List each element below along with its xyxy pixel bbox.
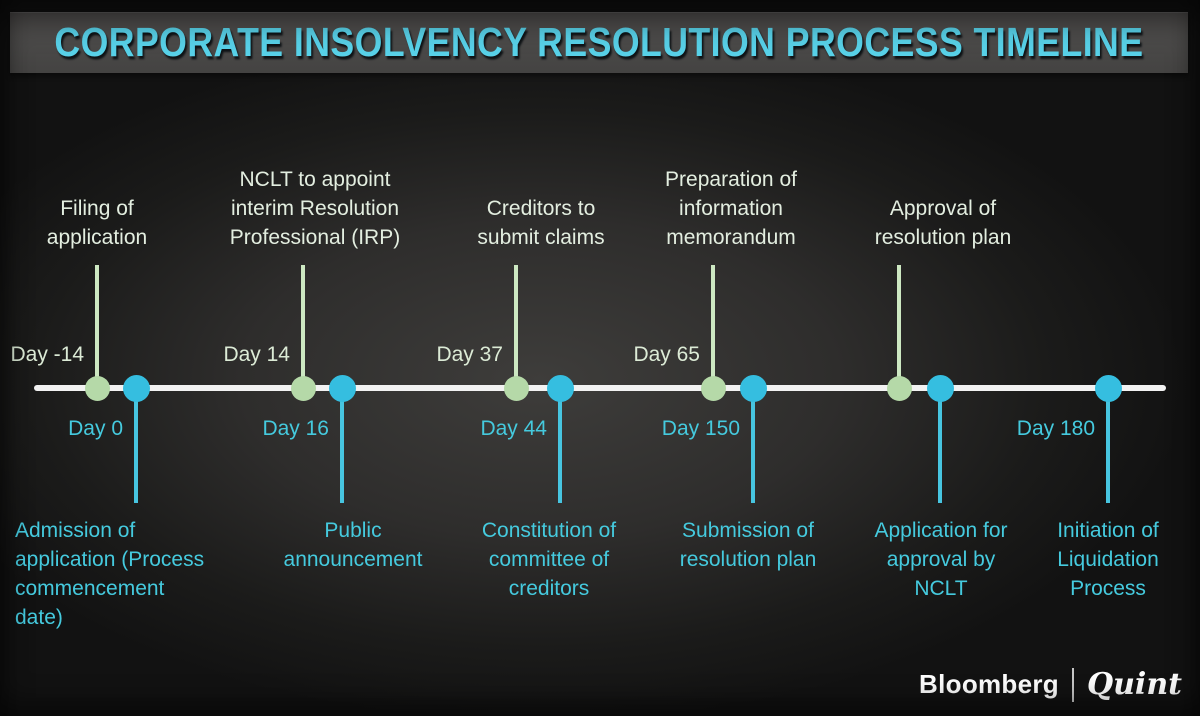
timeline-dot-green (701, 376, 726, 401)
event-label-below: Submission of resolution plan (679, 519, 817, 571)
event-stem-below (558, 389, 562, 503)
timeline-dot-cyan (1095, 375, 1122, 402)
event-stem-below (134, 389, 138, 503)
event-label-below: Public announcement (283, 519, 423, 571)
day-label-above: Day -14 (10, 343, 84, 366)
event-stem-below (938, 389, 942, 503)
event-label-above: Preparation of information memorandum (665, 168, 797, 249)
bloomberg-wordmark: Bloomberg (919, 669, 1059, 699)
event-label-above: Approval of resolution plan (874, 197, 1012, 249)
timeline-dot-green (887, 376, 912, 401)
timeline-dot-cyan (927, 375, 954, 402)
timeline-dot-green (85, 376, 110, 401)
day-label-below: Day 150 (661, 417, 740, 440)
timeline-dot-green (291, 376, 316, 401)
day-label-above: Day 14 (223, 343, 290, 366)
day-label-below: Day 16 (262, 417, 329, 440)
timeline-axis (34, 385, 1166, 391)
event-stem-above (95, 265, 99, 389)
timeline-dot-cyan (740, 375, 767, 402)
event-stem-above (897, 265, 901, 389)
timeline-dot-cyan (547, 375, 574, 402)
event-stem-above (711, 265, 715, 389)
event-stem-below (340, 389, 344, 503)
day-label-above: Day 37 (436, 343, 503, 366)
event-label-above: Creditors to submit claims (477, 197, 605, 249)
quint-wordmark: Quint (1086, 667, 1182, 702)
brand-logo: Bloomberg Quint (919, 667, 1182, 702)
title-bar: CORPORATE INSOLVENCY RESOLUTION PROCESS … (10, 12, 1188, 73)
day-label-below: Day 44 (480, 417, 547, 440)
event-label-below: Initiation of Liquidation Process (1057, 519, 1159, 600)
day-label-below: Day 0 (68, 417, 123, 440)
timeline-dot-cyan (329, 375, 356, 402)
event-label-above: Filing of application (46, 197, 148, 249)
page-title: CORPORATE INSOLVENCY RESOLUTION PROCESS … (54, 19, 1144, 65)
brand-divider (1071, 667, 1074, 702)
event-label-above: NCLT to appoint interim Resolution Profe… (229, 168, 401, 249)
day-label-below: Day 180 (1016, 417, 1095, 440)
event-stem-above (301, 265, 305, 389)
event-label-below: Constitution of committee of creditors (481, 519, 617, 600)
timeline-dot-cyan (123, 375, 150, 402)
day-label-above: Day 65 (633, 343, 700, 366)
event-stem-above (514, 265, 518, 389)
event-label-below: Admission of application (Process commen… (15, 519, 205, 629)
event-stem-below (1106, 389, 1110, 503)
event-stem-below (751, 389, 755, 503)
timeline-dot-green (504, 376, 529, 401)
event-label-below: Application for approval by NCLT (874, 519, 1008, 600)
